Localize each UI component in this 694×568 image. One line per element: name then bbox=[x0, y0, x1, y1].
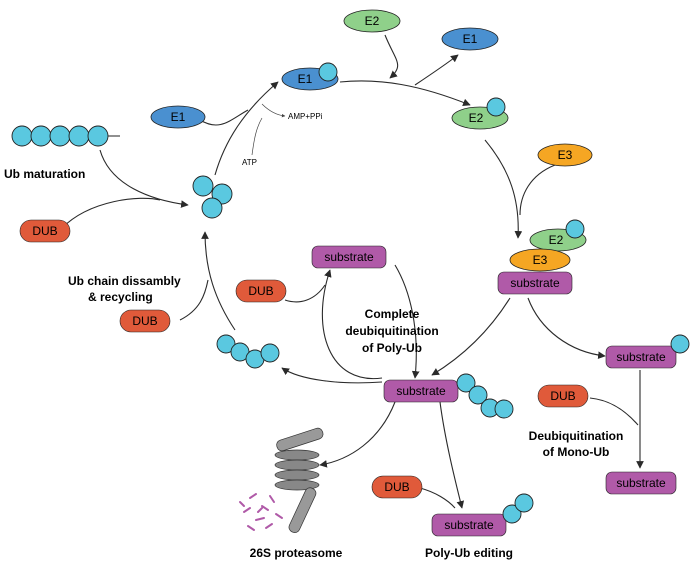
e2-label: E2 bbox=[365, 14, 380, 28]
amp-ppi-label: AMP+PPi bbox=[288, 112, 323, 121]
ub-precursor-chain bbox=[11, 125, 120, 147]
e3-label: E3 bbox=[558, 148, 573, 162]
e1-loaded: E1 bbox=[281, 62, 339, 91]
substrate-label: substrate bbox=[616, 476, 666, 490]
dub-maturation: DUB bbox=[19, 219, 71, 243]
arrow-e1-join bbox=[199, 109, 249, 126]
dub-label: DUB bbox=[32, 224, 57, 238]
free-ub-chain bbox=[216, 334, 280, 369]
dub-label: DUB bbox=[550, 389, 575, 403]
arrow-to-monoub bbox=[527, 297, 606, 360]
caption-mono-deubiq-line2: of Mono-Ub bbox=[543, 445, 610, 459]
dub-complete: DUB bbox=[235, 279, 287, 303]
caption-complete-deubiq-line2: deubiquitination bbox=[345, 324, 438, 338]
atp-label: ATP bbox=[242, 158, 257, 167]
e3-label: E3 bbox=[533, 253, 548, 267]
dub-label: DUB bbox=[132, 314, 157, 328]
ubiquitin-icon bbox=[260, 343, 280, 363]
e1-released: E1 bbox=[441, 27, 499, 51]
substrate-label: substrate bbox=[396, 384, 446, 398]
ubiquitin-icon bbox=[192, 175, 214, 197]
ubiquitin-icon bbox=[514, 493, 534, 513]
arrows bbox=[61, 34, 644, 509]
arrow-e1-release bbox=[414, 54, 459, 86]
peptide-fragments bbox=[239, 493, 283, 531]
dub-mono: DUB bbox=[537, 384, 589, 408]
free-ubiquitin bbox=[192, 175, 233, 219]
arrow-dub-editing bbox=[419, 487, 456, 509]
arrow-atp bbox=[251, 117, 263, 156]
ubiquitin-icon bbox=[565, 219, 585, 239]
ubiquitin-icon bbox=[502, 504, 522, 524]
caption-poly-ub-editing: Poly-Ub editing bbox=[425, 546, 513, 560]
dub-label: DUB bbox=[384, 480, 409, 494]
ubiquitin-icon bbox=[49, 125, 71, 147]
deubiquitinated-substrate: substrate bbox=[605, 471, 677, 495]
substrate-label: substrate bbox=[444, 518, 494, 532]
free-substrate-top: substrate bbox=[311, 245, 387, 269]
caption-ub-maturation: Ub maturation bbox=[4, 167, 85, 181]
e2-label: E2 bbox=[549, 233, 564, 247]
ubiquitin-icon bbox=[456, 373, 476, 393]
ubiquitin-icon bbox=[30, 125, 52, 147]
e1-free: E1 bbox=[150, 105, 206, 129]
ubiquitin-icon bbox=[318, 62, 338, 82]
e2-label: E2 bbox=[469, 111, 484, 125]
e1-label: E1 bbox=[463, 32, 478, 46]
proteasome-icon bbox=[239, 427, 324, 533]
arrow-ub-to-e1 bbox=[214, 81, 279, 176]
dub-editing: DUB bbox=[371, 475, 423, 499]
ubiquitin-icon bbox=[87, 125, 109, 147]
arrow-free-substrate bbox=[394, 264, 420, 379]
arrow-dub-recycling bbox=[179, 279, 209, 321]
arrow-amp bbox=[261, 103, 286, 118]
caption-proteasome: 26S proteasome bbox=[250, 546, 343, 560]
dub-label: DUB bbox=[248, 284, 273, 298]
arrow-to-free-chain bbox=[281, 367, 383, 384]
e2-e3-substrate-complex: E2 E3 substrate bbox=[497, 219, 587, 295]
e1-label: E1 bbox=[298, 72, 313, 86]
ubiquitin-icon bbox=[11, 125, 33, 147]
e2-free: E2 bbox=[343, 9, 401, 33]
arrow-to-polyub bbox=[431, 297, 511, 376]
e2-loaded: E2 bbox=[451, 97, 509, 130]
ubiquitin-icon bbox=[468, 385, 488, 405]
e1-label: E1 bbox=[171, 110, 186, 124]
substrate-label: substrate bbox=[616, 350, 666, 364]
arrow-maturation bbox=[99, 149, 189, 208]
edited-substrate: substrate bbox=[431, 493, 534, 537]
dub-recycling: DUB bbox=[119, 309, 171, 333]
caption-chain-recycling-line1: Ub chain dissambly bbox=[68, 274, 181, 288]
e3-free: E3 bbox=[537, 143, 593, 167]
ubiquitin-icon bbox=[494, 399, 514, 419]
arrow-e2-enter bbox=[384, 34, 399, 79]
arrow-e3-join bbox=[519, 164, 556, 216]
arrow-recycling bbox=[201, 231, 236, 331]
ubiquitin-icon bbox=[201, 197, 223, 219]
arrow-e2-to-e3 bbox=[484, 139, 523, 239]
arrow-e1-to-e2 bbox=[339, 80, 471, 107]
substrate-label: substrate bbox=[510, 276, 560, 290]
monoub-substrate: substrate bbox=[605, 334, 690, 369]
caption-mono-deubiq-line1: Deubiquitination bbox=[529, 429, 624, 443]
caption-chain-recycling-line2: & recycling bbox=[88, 290, 153, 304]
arrow-dub-complete bbox=[284, 284, 326, 303]
ubiquitin-icon bbox=[486, 97, 506, 117]
polyub-substrate: substrate bbox=[383, 373, 514, 419]
arrow-to-editing bbox=[439, 401, 465, 509]
caption-complete-deubiq-line1: Complete bbox=[365, 307, 420, 321]
caption-complete-deubiq-line3: of Poly-Ub bbox=[362, 341, 422, 355]
arrow-to-proteasome bbox=[319, 401, 396, 468]
ubiquitin-icon bbox=[670, 334, 690, 354]
ubiquitin-icon bbox=[68, 125, 90, 147]
arrow-dub-maturation bbox=[61, 197, 161, 229]
arrow-complete-deubiq bbox=[321, 269, 383, 380]
arrow-dub-mono bbox=[589, 397, 639, 426]
substrate-label: substrate bbox=[324, 250, 374, 264]
